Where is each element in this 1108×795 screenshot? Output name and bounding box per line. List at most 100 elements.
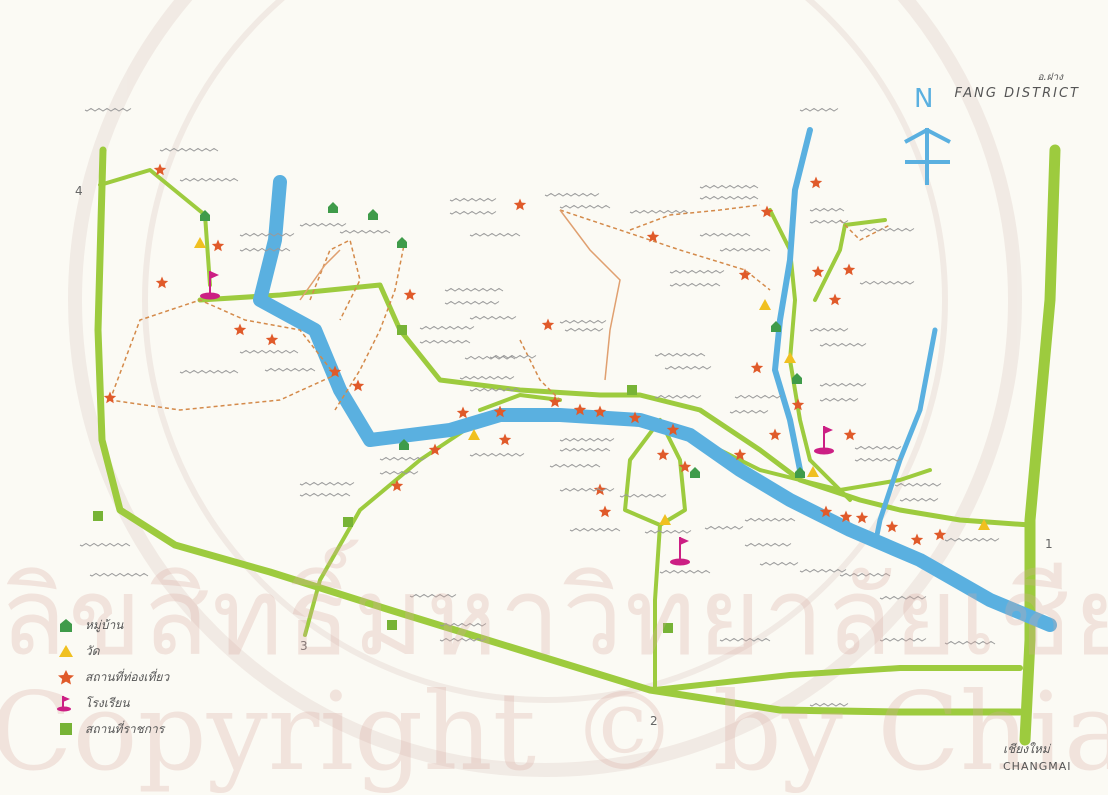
place-name-scribble: [879, 595, 927, 600]
road-northwest: [98, 168, 212, 287]
place-name-scribble: [444, 300, 500, 305]
star-icon: [456, 406, 470, 419]
star-icon: [513, 198, 527, 211]
place-name-scribble: [744, 517, 796, 522]
star-icon: [628, 411, 642, 424]
star-icon: [760, 205, 774, 218]
legend-item-temple: วัด: [55, 638, 169, 664]
road-mid-south: [303, 418, 482, 637]
place-name-scribble: [854, 445, 902, 450]
place-name-scribble: [569, 527, 621, 532]
village-icon: [397, 237, 407, 248]
river-north-east: [772, 127, 813, 473]
district-title-thai: อ.ฝาง: [1037, 72, 1063, 83]
north-arrow-icon: [904, 127, 951, 185]
flag-icon: [200, 271, 220, 300]
place-name-scribble: [809, 207, 845, 212]
place-name-scribble: [799, 107, 839, 112]
route-labels: 4 3 2 1: [75, 184, 1053, 728]
star-icon: [811, 265, 825, 278]
place-name-scribble: [419, 325, 475, 330]
place-name-scribble: [659, 569, 711, 574]
place-name-scribble: [759, 561, 799, 566]
star-icon: [541, 318, 555, 331]
place-name-scribble: [564, 327, 604, 332]
place-name-scribble: [84, 107, 132, 112]
star-icon: [768, 428, 782, 441]
place-name-scribble: [419, 339, 471, 344]
place-name-scribble: [439, 622, 487, 627]
river-east: [872, 327, 938, 548]
star-icon: [428, 443, 442, 456]
road-ne-loop: [813, 218, 887, 302]
office-icon: [343, 517, 353, 527]
place-name-scribble: [704, 525, 744, 530]
star-icon: [233, 323, 247, 336]
office-icon: [627, 385, 637, 395]
place-name-scribble: [559, 204, 611, 209]
place-name-scribble: [729, 409, 769, 414]
temple-markers: [194, 237, 990, 530]
place-name-scribble: [469, 232, 521, 237]
school-flags: [200, 271, 834, 566]
place-name-scribble: [664, 365, 712, 370]
road-main-ew: [197, 282, 1033, 528]
temple-icon: [759, 299, 771, 310]
place-name-scribble: [544, 192, 600, 197]
star-icon: [933, 528, 947, 541]
place-name-scribble: [819, 342, 867, 347]
flag-icon: [670, 537, 690, 566]
trails-solid: [299, 209, 621, 381]
north-label: N: [914, 84, 934, 114]
legend-label: สถานที่ราชการ: [85, 721, 165, 736]
village-icon: [690, 467, 700, 478]
place-name-scribble: [439, 637, 487, 642]
place-name-scribble: [559, 487, 615, 492]
star-icon: [791, 398, 805, 411]
place-name-scribbles: [79, 107, 1000, 707]
star-icon: [328, 365, 342, 378]
rivers: [253, 127, 1057, 632]
place-name-scribble: [669, 282, 721, 287]
place-name-scribble: [799, 568, 847, 573]
star-icon: [678, 460, 692, 473]
university-seal-watermark: [68, 0, 1022, 777]
legend-item-school: โรงเรียน: [55, 690, 169, 716]
star-icon: [855, 511, 869, 524]
place-name-scribble: [944, 640, 996, 645]
place-name-scribble: [859, 227, 915, 232]
legend-item-attraction: สถานที่ท่องเที่ยว: [55, 664, 169, 690]
legend-label: หมู่บ้าน: [85, 617, 124, 632]
star-icon: [885, 520, 899, 533]
star-icon: [103, 391, 117, 404]
trails: [109, 204, 891, 411]
place-name-scribble: [819, 397, 859, 402]
office-icon: [60, 723, 72, 735]
star-icon: [750, 361, 764, 374]
place-name-scribble: [699, 232, 751, 237]
road-east-branch: [698, 438, 932, 492]
place-name-scribble: [299, 481, 355, 486]
place-name-scribble: [699, 195, 759, 200]
village-icon: [795, 467, 805, 478]
place-name-scribble: [179, 369, 239, 374]
route-4-label: 4: [75, 184, 83, 198]
star-icon: [403, 288, 417, 301]
place-name-scribble: [654, 394, 702, 399]
place-name-scribble: [299, 492, 351, 497]
place-name-scribble: [299, 222, 347, 227]
place-name-scribble: [654, 352, 706, 357]
place-name-scribble: [744, 542, 792, 547]
place-name-scribble: [879, 637, 927, 642]
place-name-scribble: [839, 572, 891, 577]
place-name-scribble: [619, 493, 667, 498]
legend-label: โรงเรียน: [85, 695, 130, 710]
place-name-scribble: [809, 702, 849, 707]
place-name-scribble: [264, 367, 316, 372]
route-3-label: 3: [300, 639, 308, 653]
place-name-scribble: [894, 482, 942, 487]
star-icon: [910, 533, 924, 546]
village-icon: [60, 619, 72, 632]
city-label-en: CHANGMAI: [1003, 760, 1072, 773]
